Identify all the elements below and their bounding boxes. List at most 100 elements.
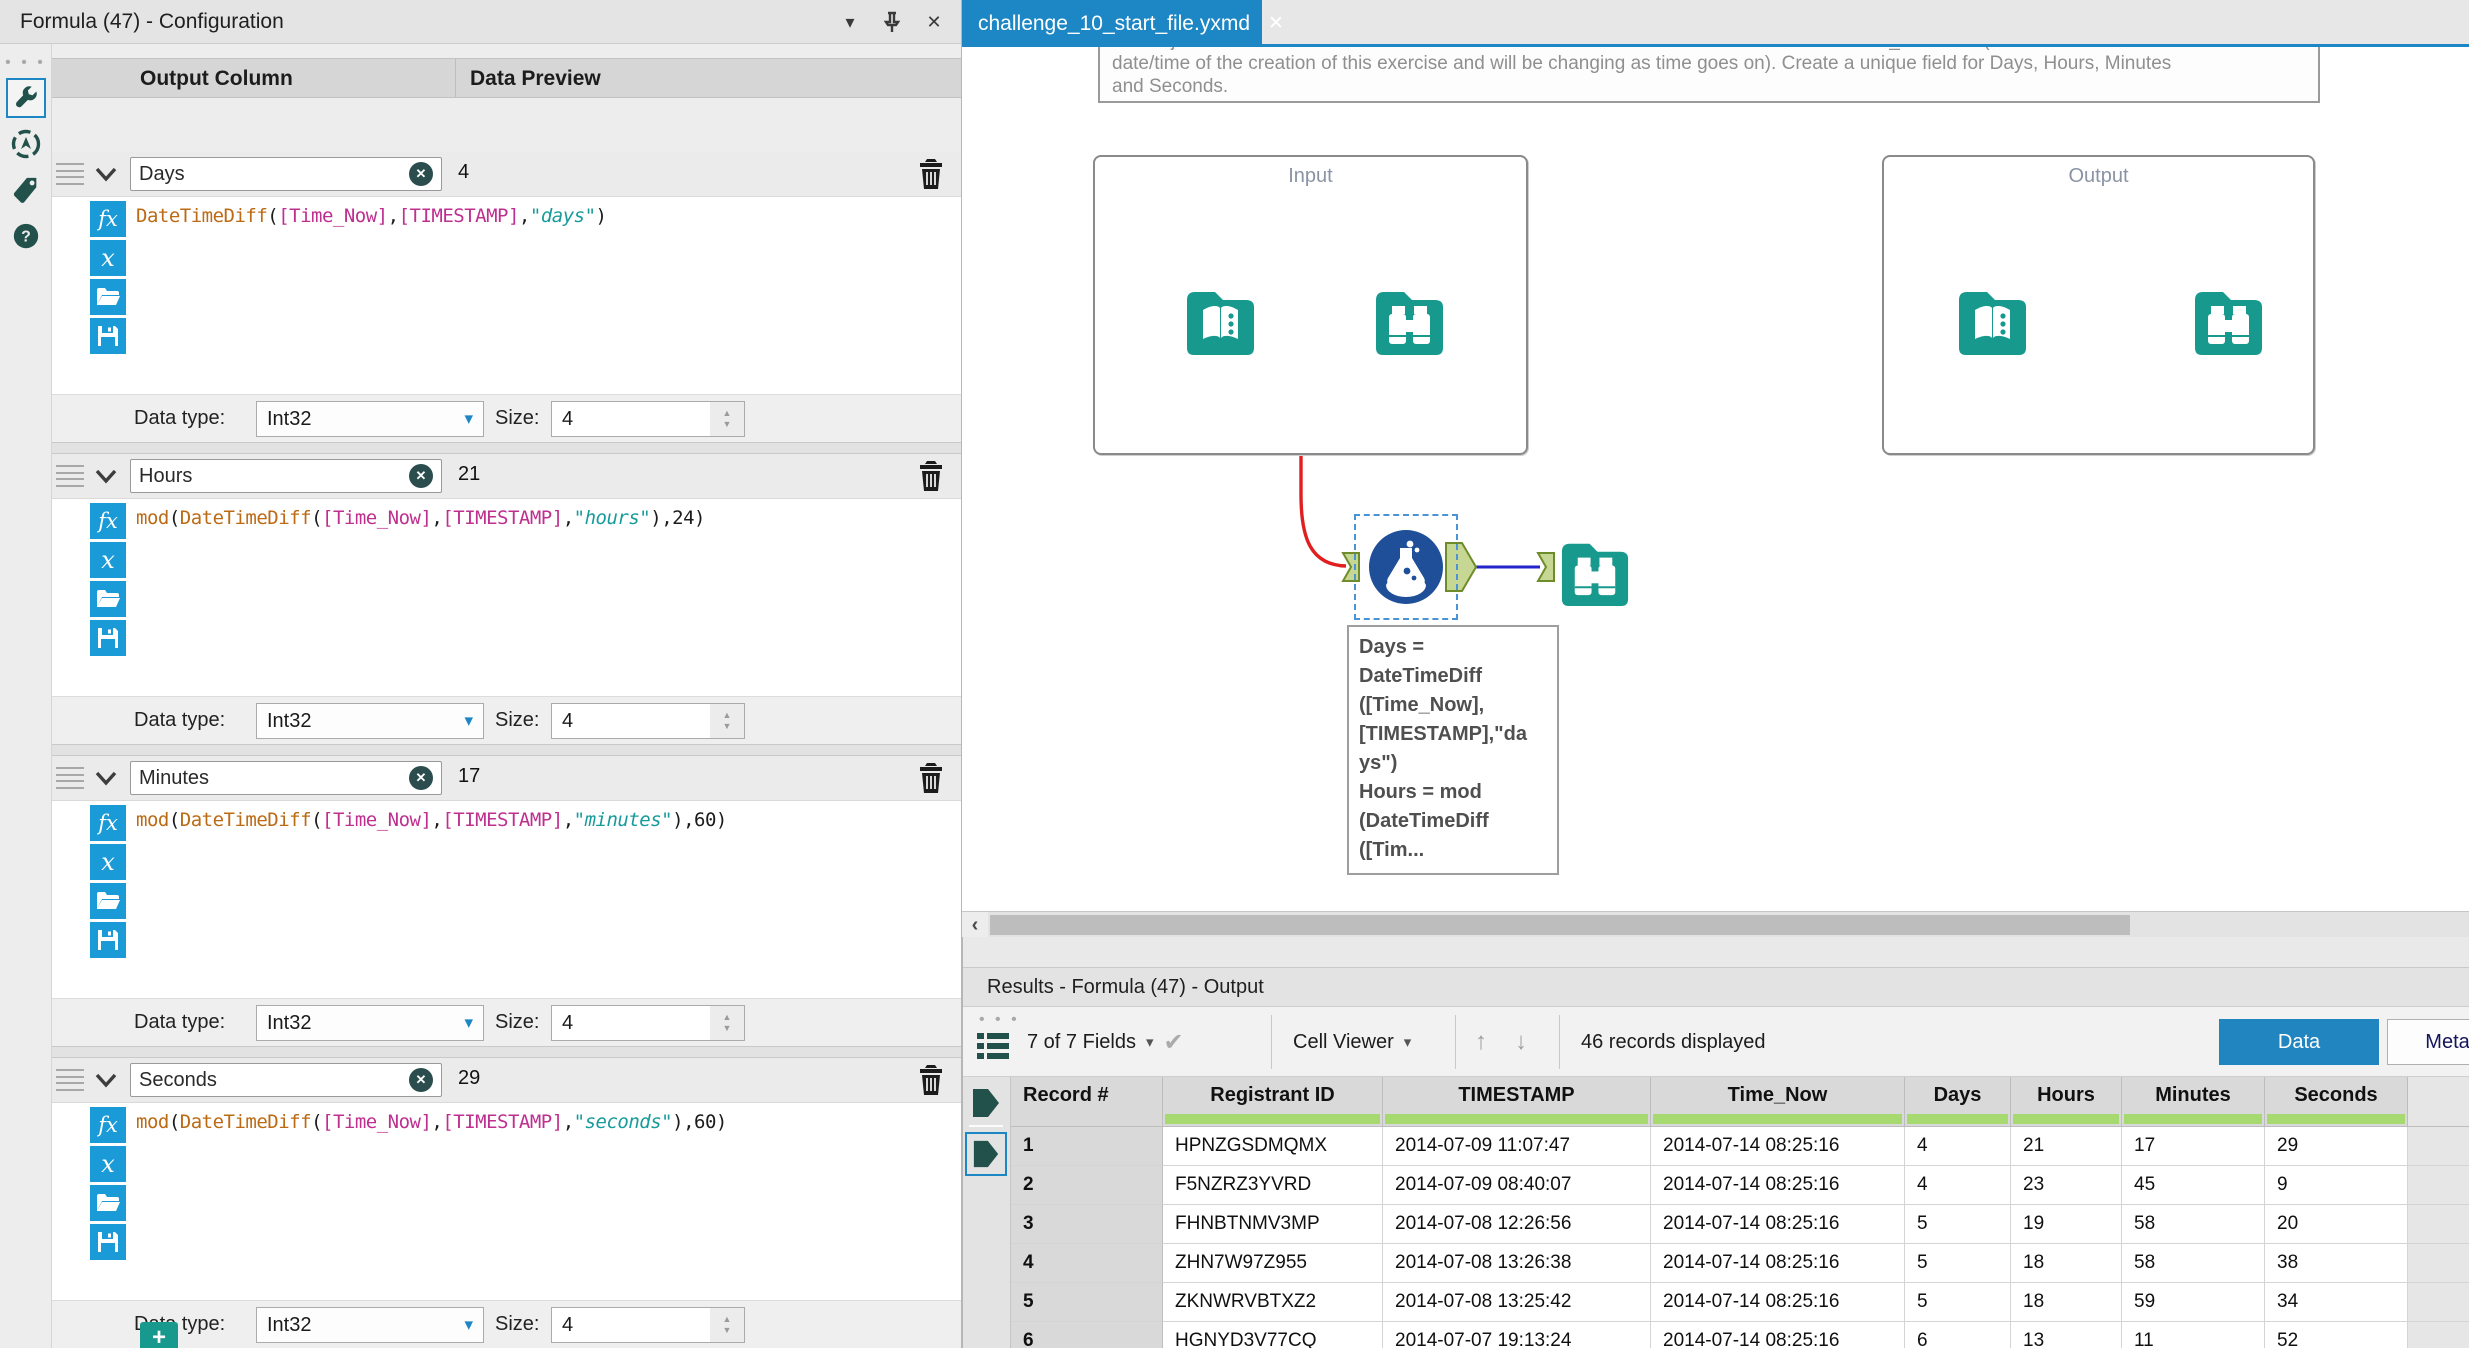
add-expression-button[interactable]: + bbox=[140, 1322, 178, 1348]
formula-tool[interactable] bbox=[1367, 528, 1445, 606]
canvas-horizontal-scrollbar[interactable]: ‹ bbox=[962, 911, 2469, 937]
size-input[interactable]: 4 ▲▼ bbox=[551, 703, 745, 739]
browse-tool[interactable] bbox=[1556, 528, 1634, 606]
size-spinner[interactable]: ▲▼ bbox=[710, 1006, 744, 1040]
data-type-dropdown[interactable]: Int32 ▾ bbox=[256, 1005, 484, 1041]
delete-expression-icon[interactable] bbox=[916, 762, 948, 794]
collapse-chevron-icon[interactable] bbox=[88, 458, 124, 494]
column-header[interactable]: Days bbox=[1905, 1077, 2011, 1127]
size-input[interactable]: 4 ▲▼ bbox=[551, 1005, 745, 1041]
panel-menu-icon[interactable]: ▾ bbox=[845, 11, 855, 32]
clear-field-icon[interactable]: ✕ bbox=[409, 1068, 433, 1092]
output-column-input[interactable]: Days ✕ bbox=[130, 157, 442, 191]
functions-icon[interactable]: fx bbox=[90, 805, 126, 841]
tab-close-icon[interactable]: ✕ bbox=[1268, 13, 1284, 34]
size-spinner[interactable]: ▲▼ bbox=[710, 402, 744, 436]
scroll-left-arrow-icon[interactable]: ‹ bbox=[962, 912, 988, 937]
scroll-down-icon[interactable]: ↓ bbox=[1515, 1028, 1527, 1055]
annotation-tag-icon[interactable] bbox=[6, 170, 46, 210]
variables-icon[interactable]: x bbox=[90, 542, 126, 578]
scrollbar-thumb[interactable] bbox=[990, 915, 2130, 935]
data-type-dropdown[interactable]: Int32 ▾ bbox=[256, 703, 484, 739]
input-data-tool[interactable] bbox=[1953, 276, 2032, 355]
fields-filter-dropdown[interactable]: 7 of 7 Fields▾ ✔ bbox=[1027, 1028, 1184, 1056]
formula-expression[interactable]: mod(DateTimeDiff([Time_Now],[TIMESTAMP],… bbox=[136, 809, 727, 831]
data-type-dropdown[interactable]: Int32 ▾ bbox=[256, 1307, 484, 1343]
variables-icon[interactable]: x bbox=[90, 240, 126, 276]
variables-icon[interactable]: x bbox=[90, 1146, 126, 1182]
browse-tool[interactable] bbox=[1370, 276, 1449, 355]
collapse-chevron-icon[interactable] bbox=[88, 1062, 124, 1098]
browse-tool[interactable] bbox=[2189, 276, 2268, 355]
selected-anchor-icon[interactable] bbox=[965, 1132, 1007, 1176]
save-expression-icon[interactable] bbox=[90, 318, 126, 354]
drag-handle-icon[interactable] bbox=[56, 764, 84, 792]
open-expression-icon[interactable] bbox=[90, 1185, 126, 1221]
metadata-tab-button[interactable]: Metadata bbox=[2387, 1019, 2469, 1065]
drag-handle-icon[interactable] bbox=[56, 160, 84, 188]
functions-icon[interactable]: fx bbox=[90, 201, 126, 237]
table-row[interactable]: 4 ZHN7W97Z955 2014-07-08 13:26:38 2014-0… bbox=[1011, 1244, 2469, 1283]
clear-field-icon[interactable]: ✕ bbox=[409, 766, 433, 790]
input-tool-container[interactable]: Input bbox=[1093, 155, 1528, 455]
output-column-input[interactable]: Minutes ✕ bbox=[130, 761, 442, 795]
results-table: Record # Registrant ID TIMESTAMP Time_No… bbox=[963, 1077, 2469, 1348]
save-expression-icon[interactable] bbox=[90, 620, 126, 656]
table-header-row: Record # Registrant ID TIMESTAMP Time_No… bbox=[1011, 1077, 2469, 1127]
size-input[interactable]: 4 ▲▼ bbox=[551, 1307, 745, 1343]
clear-field-icon[interactable]: ✕ bbox=[409, 162, 433, 186]
delete-expression-icon[interactable] bbox=[916, 158, 948, 190]
table-row[interactable]: 3 FHNBTNMV3MP 2014-07-08 12:26:56 2014-0… bbox=[1011, 1205, 2469, 1244]
size-spinner[interactable]: ▲▼ bbox=[710, 704, 744, 738]
cell-viewer-dropdown[interactable]: Cell Viewer▾ bbox=[1293, 1030, 1412, 1053]
column-header[interactable]: Seconds bbox=[2265, 1077, 2408, 1127]
formula-expression[interactable]: DateTimeDiff([Time_Now],[TIMESTAMP],"day… bbox=[136, 205, 607, 227]
configuration-tab-wrench-icon[interactable] bbox=[5, 78, 46, 118]
column-header[interactable]: Record # bbox=[1011, 1077, 1163, 1127]
column-list-icon[interactable] bbox=[977, 1029, 1009, 1063]
save-expression-icon[interactable] bbox=[90, 922, 126, 958]
size-input[interactable]: 4 ▲▼ bbox=[551, 401, 745, 437]
formula-expression[interactable]: mod(DateTimeDiff([Time_Now],[TIMESTAMP],… bbox=[136, 1111, 727, 1133]
column-header[interactable]: Hours bbox=[2011, 1077, 2122, 1127]
workflow-tab[interactable]: challenge_10_start_file.yxmd ✕ bbox=[962, 0, 1284, 47]
open-expression-icon[interactable] bbox=[90, 279, 126, 315]
delete-expression-icon[interactable] bbox=[916, 460, 948, 492]
output-column-input[interactable]: Seconds ✕ bbox=[130, 1063, 442, 1097]
size-spinner[interactable]: ▲▼ bbox=[710, 1308, 744, 1342]
column-header[interactable]: Time_Now bbox=[1651, 1077, 1905, 1127]
column-header[interactable]: Registrant ID bbox=[1163, 1077, 1383, 1127]
formula-expression[interactable]: mod(DateTimeDiff([Time_Now],[TIMESTAMP],… bbox=[136, 507, 705, 529]
collapse-chevron-icon[interactable] bbox=[88, 156, 124, 192]
drag-handle-icon[interactable] bbox=[56, 1066, 84, 1094]
functions-icon[interactable]: fx bbox=[90, 1107, 126, 1143]
column-header[interactable]: Minutes bbox=[2122, 1077, 2265, 1127]
workflow-comment[interactable]: The objective for this exercise is to ca… bbox=[1098, 47, 2320, 103]
apply-check-icon[interactable]: ✔ bbox=[1163, 1028, 1184, 1056]
table-row[interactable]: 1 HPNZGSDMQMX 2014-07-09 11:07:47 2014-0… bbox=[1011, 1127, 2469, 1166]
input-data-tool[interactable] bbox=[1181, 276, 1260, 355]
open-expression-icon[interactable] bbox=[90, 883, 126, 919]
collapse-chevron-icon[interactable] bbox=[88, 760, 124, 796]
help-icon[interactable]: ? bbox=[6, 216, 46, 256]
table-row[interactable]: 6 HGNYD3V77CQ 2014-07-07 19:13:24 2014-0… bbox=[1011, 1322, 2469, 1348]
close-panel-icon[interactable]: ✕ bbox=[926, 11, 942, 32]
variables-icon[interactable]: x bbox=[90, 844, 126, 880]
save-expression-icon[interactable] bbox=[90, 1224, 126, 1260]
output-anchor-icon[interactable] bbox=[971, 1087, 1001, 1119]
clear-field-icon[interactable]: ✕ bbox=[409, 464, 433, 488]
open-expression-icon[interactable] bbox=[90, 581, 126, 617]
data-tab-button[interactable]: Data bbox=[2219, 1019, 2379, 1065]
pin-icon[interactable] bbox=[879, 9, 905, 35]
table-row[interactable]: 5 ZKNWRVBTXZ2 2014-07-08 13:25:42 2014-0… bbox=[1011, 1283, 2469, 1322]
navigation-tab-icon[interactable] bbox=[6, 124, 46, 164]
scroll-up-icon[interactable]: ↑ bbox=[1475, 1028, 1487, 1055]
functions-icon[interactable]: fx bbox=[90, 503, 126, 539]
delete-expression-icon[interactable] bbox=[916, 1064, 948, 1096]
workflow-canvas[interactable]: The objective for this exercise is to ca… bbox=[962, 47, 2469, 937]
data-type-dropdown[interactable]: Int32 ▾ bbox=[256, 401, 484, 437]
column-header[interactable]: TIMESTAMP bbox=[1383, 1077, 1651, 1127]
table-row[interactable]: 2 F5NZRZ3YVRD 2014-07-09 08:40:07 2014-0… bbox=[1011, 1166, 2469, 1205]
drag-handle-icon[interactable] bbox=[56, 462, 84, 490]
output-column-input[interactable]: Hours ✕ bbox=[130, 459, 442, 493]
